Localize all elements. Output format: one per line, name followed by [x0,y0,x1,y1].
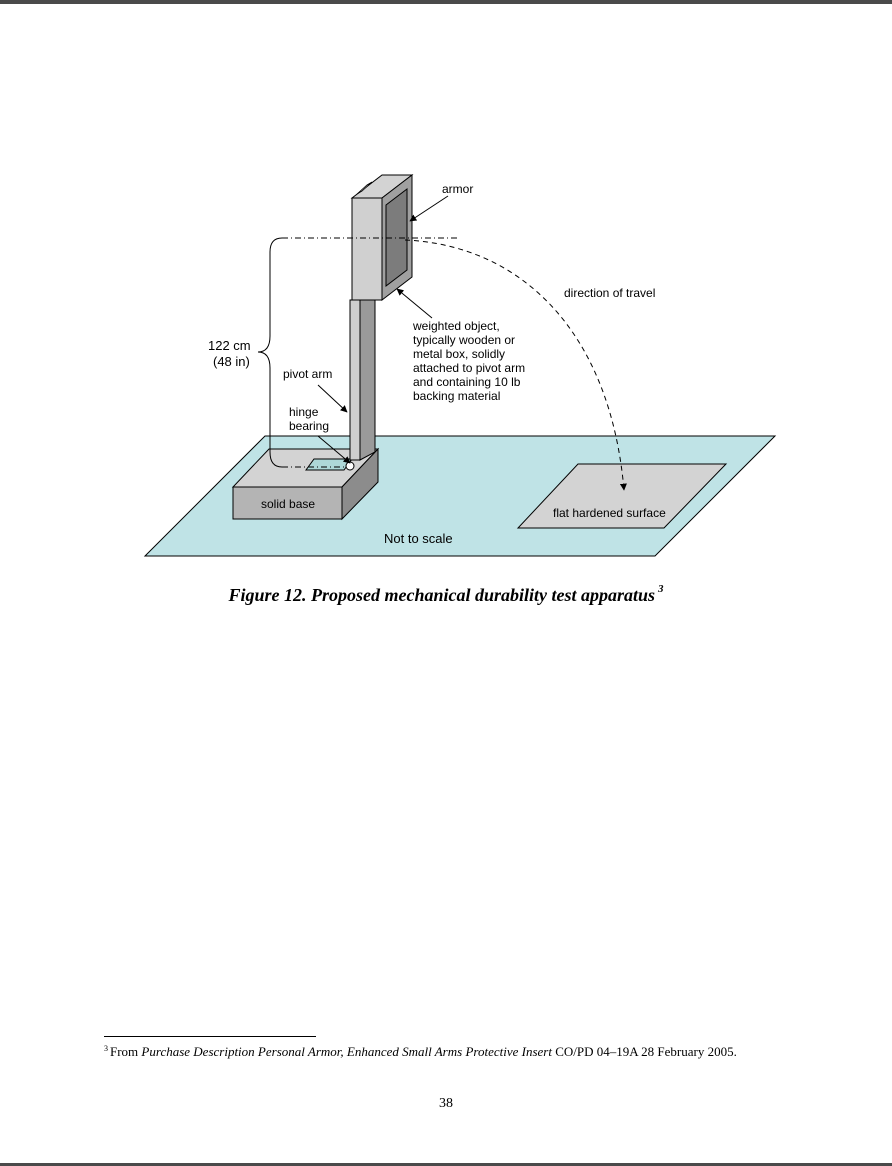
page-number: 38 [439,1096,453,1111]
footnote-number: 3 [104,1044,108,1053]
armor-leader [409,195,449,222]
direction-label: direction of travel [564,286,655,300]
direction-of-travel-arc [404,239,627,491]
weighted-label-6: backing material [413,389,500,403]
height-in-label: (48 in) [213,354,250,369]
hinge-label-1: hinge [289,405,319,419]
box-top-ridge [356,181,373,195]
pivot-arm-label: pivot arm [283,367,332,381]
weighted-label-2: typically wooden or [413,333,515,347]
weighted-label-5: and containing 10 lb [413,375,521,389]
figure-caption-text: Figure 12. Proposed mechanical durabilit… [228,585,656,605]
pivot-arm-front [349,299,361,461]
hinge-bearing [345,461,355,471]
height-brace [257,237,283,468]
height-cm-label: 122 cm [208,338,251,353]
top-border [0,0,892,4]
weighted-leader [396,288,433,319]
box-front [351,197,383,301]
flat-hardened-surface [516,463,728,529]
armor-label: armor [442,182,473,196]
footnote-title: Purchase Description Personal Armor, Enh… [141,1044,552,1059]
weighted-label-4: attached to pivot arm [413,361,525,375]
footnote-prefix: From [110,1044,142,1059]
pivot-arm-leader [317,384,348,413]
not-to-scale-label: Not to scale [384,531,453,546]
apparatus-figure: armor direction of travel weighted objec… [143,173,777,557]
flat-surface-label: flat hardened surface [553,506,666,520]
caption-footnote-ref[interactable]: 3 [658,583,664,595]
weighted-label-3: metal box, solidly [413,347,505,361]
footnote-rule [104,1036,316,1037]
solid-base-front [232,486,343,520]
pivot-arm-side [359,291,376,461]
figure-caption: Figure 12. Proposed mechanical durabilit… [0,583,892,606]
hinge-plate [305,458,353,471]
weighted-label-1: weighted object, [412,319,500,333]
armor-plate [385,187,408,288]
footnote-suffix: CO/PD 04–19A 28 February 2005. [551,1044,737,1059]
bottom-border [0,1163,892,1166]
solid-base-label: solid base [261,497,315,511]
hinge-label-2: bearing [289,419,329,433]
hinge-leader [317,435,351,464]
